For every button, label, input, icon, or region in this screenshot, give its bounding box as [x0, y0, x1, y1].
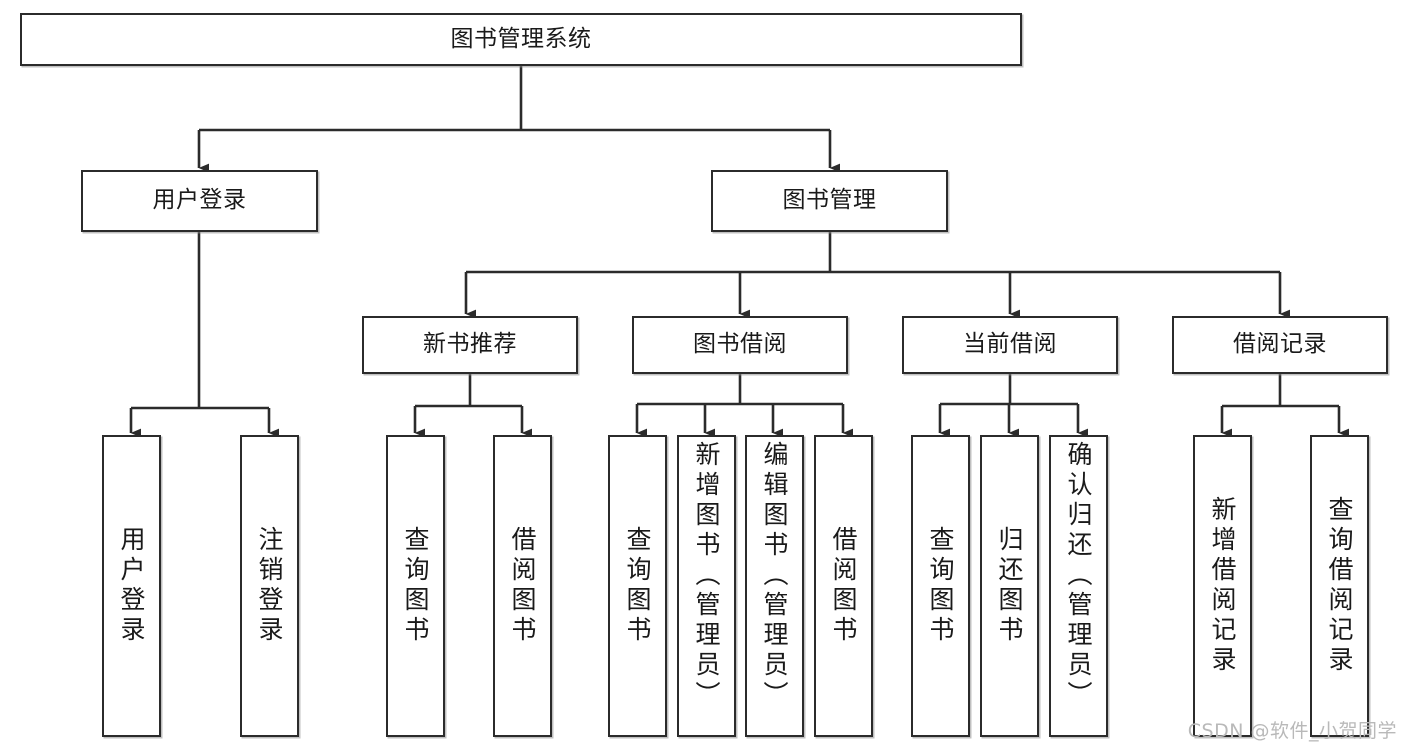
node-user-login[interactable]: 用户登录 — [81, 170, 318, 232]
node-label-new-book-recommend: 新书推荐 — [423, 331, 517, 358]
node-leaf-current-query-book[interactable]: 查询图书 — [911, 435, 970, 737]
node-leaf-borrow-edit-book[interactable]: 编辑图书（管理员） — [745, 435, 804, 737]
node-label-leaf-newbook-query-book: 查询图书 — [401, 526, 430, 646]
node-root-book-management-system[interactable]: 图书管理系统 — [20, 13, 1022, 66]
node-label-current-borrow: 当前借阅 — [963, 331, 1057, 358]
node-leaf-newbook-query-book[interactable]: 查询图书 — [386, 435, 445, 737]
node-label-user-login: 用户登录 — [152, 187, 247, 214]
node-leaf-user-login-signout[interactable]: 注销登录 — [240, 435, 299, 737]
node-leaf-newbook-borrow-book[interactable]: 借阅图书 — [493, 435, 552, 737]
node-label-leaf-user-login-signin: 用户登录 — [117, 526, 146, 646]
node-label-leaf-borrow-query-book: 查询图书 — [623, 526, 652, 646]
node-leaf-record-query-record[interactable]: 查询借阅记录 — [1310, 435, 1369, 737]
node-leaf-current-confirm-return[interactable]: 确认归还（管理员） — [1049, 435, 1108, 737]
node-leaf-borrow-query-book[interactable]: 查询图书 — [608, 435, 667, 737]
node-label-leaf-borrow-borrow-book: 借阅图书 — [829, 526, 858, 646]
node-label-leaf-newbook-borrow-book: 借阅图书 — [508, 526, 537, 646]
node-leaf-borrow-borrow-book[interactable]: 借阅图书 — [814, 435, 873, 737]
node-label-leaf-current-query-book: 查询图书 — [926, 526, 955, 646]
node-label-leaf-current-return-book: 归还图书 — [995, 526, 1024, 646]
node-borrow-record[interactable]: 借阅记录 — [1172, 316, 1388, 374]
node-book-borrow[interactable]: 图书借阅 — [632, 316, 848, 374]
node-leaf-record-add-record[interactable]: 新增借阅记录 — [1193, 435, 1252, 737]
node-label-leaf-user-login-signout: 注销登录 — [255, 526, 284, 646]
node-book-management[interactable]: 图书管理 — [711, 170, 948, 232]
node-leaf-borrow-add-book[interactable]: 新增图书（管理员） — [677, 435, 736, 737]
node-label-book-borrow: 图书借阅 — [693, 331, 787, 358]
node-new-book-recommend[interactable]: 新书推荐 — [362, 316, 578, 374]
node-label-leaf-record-query-record: 查询借阅记录 — [1325, 496, 1354, 676]
watermark-text: CSDN @软件_小贺同学 — [1187, 720, 1397, 742]
node-label-leaf-record-add-record: 新增借阅记录 — [1208, 496, 1237, 676]
node-leaf-user-login-signin[interactable]: 用户登录 — [102, 435, 161, 737]
node-current-borrow[interactable]: 当前借阅 — [902, 316, 1118, 374]
node-leaf-current-return-book[interactable]: 归还图书 — [980, 435, 1039, 737]
node-label-leaf-borrow-edit-book: 编辑图书（管理员） — [760, 441, 789, 711]
node-label-root: 图书管理系统 — [450, 25, 592, 52]
node-label-book-management: 图书管理 — [782, 187, 877, 214]
node-label-leaf-current-confirm-return: 确认归还（管理员） — [1064, 441, 1093, 711]
node-label-borrow-record: 借阅记录 — [1233, 331, 1327, 358]
node-label-leaf-borrow-add-book: 新增图书（管理员） — [692, 441, 721, 711]
